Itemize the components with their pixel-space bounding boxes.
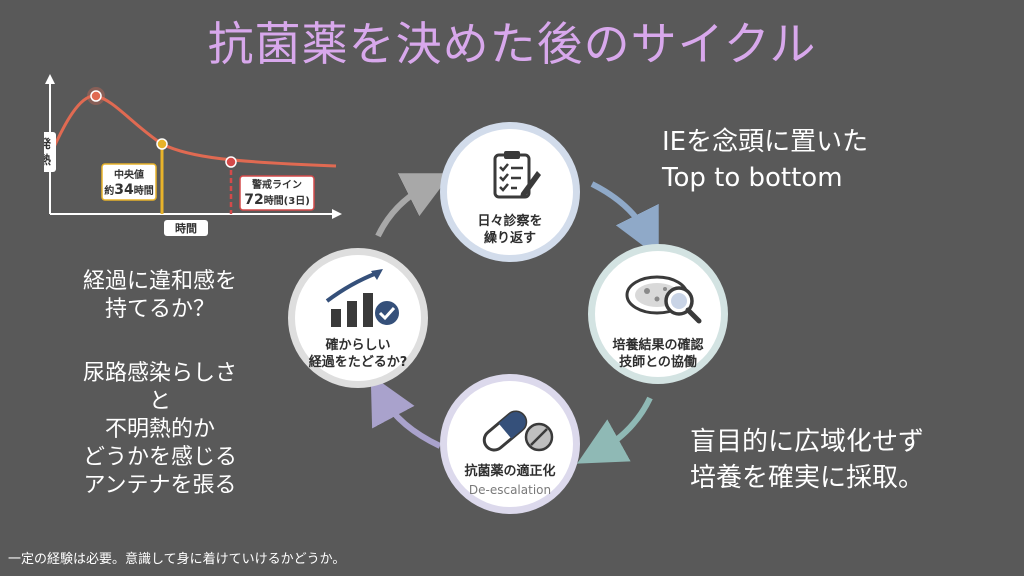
cycle-arrows [370,173,659,464]
median-point [156,138,168,150]
alert-label-box [239,175,315,211]
right-text-bottom: 盲目的に広域化せず 培養を確実に採取。 [690,424,924,496]
median-value: 約34時間 [104,182,153,198]
left-text-block-1: 経過に違和感を 持てるか？ [50,268,270,324]
fever-curve-chart: 発 熱 中央値 約34時間 警戒ライン 72時間(3日) 時間 [34,74,344,236]
arrow-top-to-right [590,181,659,258]
peak-point [90,90,102,102]
clipboard-checklist-icon [493,151,541,199]
left-text-block-2: 尿路感染らしさ と 不明熱的か どうかを感じる アンテナを張る [50,360,270,500]
cycle-node-course: 確からしい 経過をたどるか? [288,248,428,388]
median-label: 中央値 [114,168,144,181]
left-text-line: 尿路感染らしさ [82,361,237,386]
left-text-line: と [148,389,171,414]
right-text-line: IEを念頭に置いた [662,127,869,157]
node-label-line: 繰り返す [483,231,536,246]
fever-curve-svg: 発 熱 中央値 約34時間 警戒ライン 72時間(3日) 時間 [34,74,342,236]
y-label-char-2: 熱 [44,152,51,167]
node-label-line: 経過をたどるか? [308,355,408,370]
y-axis-arrow [45,74,55,84]
right-text-line: 培養を確実に採取。 [690,463,925,493]
node-label-line: 培養結果の確認 [612,338,704,353]
x-axis-arrow [332,209,342,219]
left-text-line: アンテナを張る [83,473,237,498]
right-text-line: 盲目的に広域化せず [690,427,925,457]
left-text-line: 不明熱的か [104,417,215,442]
cycle-node-antibiotic: 抗菌薬の適正化 De-escalation [440,374,580,514]
fever-curve [48,94,337,168]
left-text-line: どうかを感じる [82,445,237,470]
left-text-line: 持てるか？ [104,297,215,322]
x-label: 時間 [175,221,197,235]
node-label-line: 確からしい [325,338,391,353]
cycle-node-culture: 培養結果の確認 技師との協働 [588,244,728,384]
node-label-line: 日々診察を [477,214,543,229]
arrow-right-to-bottom [577,396,653,464]
right-text-line: Top to bottom [662,163,843,193]
arrow-bottom-to-left [370,374,442,449]
median-label-box [101,163,157,201]
alert-value: 72時間(3日) [244,192,310,208]
x-label-box [164,220,208,236]
footer-note: 一定の経験は必要。意識して身に着けていけるかどうか。 [8,552,346,567]
node-label: 日々診察を 繰り返す [447,213,573,247]
petri-dish-magnifier-icon [625,275,702,324]
pills-icon [482,410,554,452]
alert-point [225,156,237,168]
bar-chart-check-icon [325,269,401,327]
cycle-node-daily-exam: 日々診察を 繰り返す [440,122,580,262]
arrow-left-to-top [375,173,452,238]
y-label-char-1: 発 [44,136,52,151]
slide-title: 抗菌薬を決めた後のサイクル [207,17,817,71]
node-label: 確からしい 経過をたどるか? [295,337,421,371]
right-text-top: IEを念頭に置いた Top to bottom [662,124,868,196]
left-text-line: 経過に違和感を [82,269,237,294]
node-sub-label: De-escalation [468,483,552,497]
alert-label: 警戒ライン [251,178,302,191]
node-label: 抗菌薬の適正化 [464,464,556,479]
node-label: 培養結果の確認 技師との協働 [595,337,721,371]
node-label-line: 技師との協働 [619,355,697,370]
